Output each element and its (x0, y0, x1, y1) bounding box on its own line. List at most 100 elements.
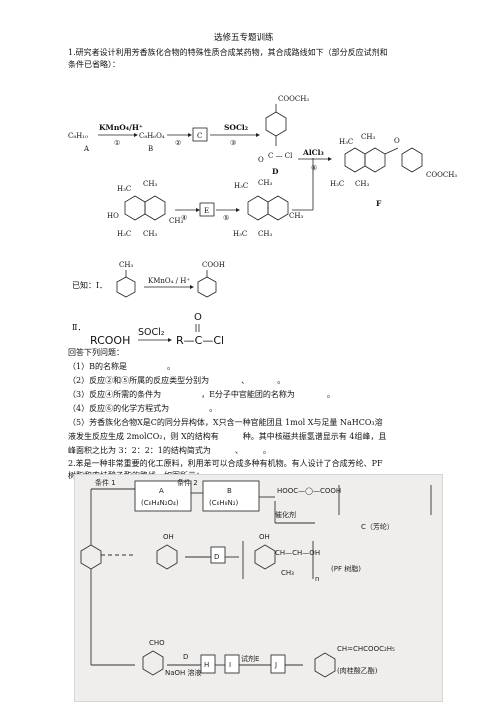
q2-B-formula: (C₆H₈N₂) (209, 499, 239, 507)
F-ester: COOCH₃ (426, 171, 457, 179)
row2-ring2 (144, 195, 166, 221)
known2-O: O (194, 312, 202, 323)
q2-J-label: J (274, 661, 277, 669)
F-me1: H₃C (339, 138, 353, 146)
q2-benzene-start (80, 544, 102, 570)
q2-intro-line1: 2.苯是一种非常重要的化工原料，利用苯可以合成多种有机物。有人设计了合成芳纶、P… (68, 459, 383, 468)
q2-box-J (270, 654, 286, 674)
q2-benzaldehyde-ring (142, 650, 164, 676)
step1-number: ① (114, 139, 120, 147)
row2-me2: CH₃ (143, 180, 157, 188)
row2b-me2: CH₃ (258, 179, 272, 187)
row2b-me4: H₃C (233, 230, 247, 238)
row2b-me3: CH₃ (289, 212, 303, 220)
sub-question-1: （1）B的名称是 。 (68, 362, 175, 371)
box-E (199, 202, 215, 217)
step3-number: ③ (230, 139, 236, 147)
D-benzene-ring (265, 111, 287, 137)
q1-synthesis-scheme: C₈H₁₀ A KMnO₄/H⁺ ① C₈H₆O₄ B ② C SOCl₂ ③ … (68, 95, 457, 298)
known1-ch3: CH₃ (119, 261, 133, 269)
q2-reagent-E: 试剂E (241, 654, 259, 663)
D-ester-group: COOCH₃ (278, 95, 309, 103)
q2-oh1: OH (163, 533, 174, 541)
F-ring1 (344, 147, 366, 173)
arrow-head-step1 (134, 133, 138, 137)
known1-benzoic-ring (197, 276, 217, 298)
scheme-label-D: D (272, 167, 279, 176)
q2-pf-label: (PF 树脂) (331, 564, 361, 573)
sub-question-3: （3）反应④所需的条件为 ，E分子中官能团的名称为 。 (68, 390, 335, 399)
reagent-kmno4: KMnO₄/H⁺ (99, 123, 143, 132)
known2-reaction: RCOOH SOCl₂ O R—C—Cl (90, 312, 224, 347)
q2-box-D (210, 546, 226, 564)
row2-ring1 (124, 195, 146, 221)
row2-ho: HO (107, 212, 119, 220)
q2-A-label: A (159, 487, 164, 495)
q2-box-B (202, 480, 260, 512)
q2-cho: CHO (149, 639, 165, 647)
known2-label: Ⅱ． (72, 323, 86, 332)
F-me2: CH₃ (361, 133, 375, 141)
q2-aramid-label: C（芳纶） (361, 522, 394, 531)
q2-D2-label: D (183, 653, 188, 661)
q2-cinnamate-label: (肉桂酸乙酯) (337, 666, 378, 675)
scheme-label-A: A (83, 145, 90, 153)
sub-question-4: （4）反应⑥的化学方程式为 。 (68, 404, 218, 413)
q1-intro-line2: 条件已省略）： (68, 60, 120, 69)
svg-text:O: O (394, 137, 400, 145)
q1-intro-line1: 1.研究者设计利用芳香族化合物的特殊性质合成某药物，其合成路线如下（部分反应试剂… (68, 48, 388, 57)
q2-route-drawing: 条件 1 A (C₆H₄N₂O₄) 条件 2 B (C₆H₈N₂) HOOC—◯… (80, 478, 432, 678)
q2-box-I (224, 654, 240, 674)
q2-A-formula: (C₆H₄N₂O₄) (141, 499, 179, 507)
q2-B-label: B (227, 487, 232, 495)
q2-I-label: I (229, 661, 231, 669)
known2-left: RCOOH (90, 334, 130, 347)
step4-number: ④ (181, 214, 187, 222)
q2-cond2: 条件 2 (177, 478, 198, 487)
known1-reagent: KMnO₄ / H⁺ (148, 277, 190, 285)
step5-number: ⑤ (223, 214, 229, 222)
page-title: 选修五专题训练 (214, 33, 274, 43)
scheme-B-formula: C₈H₆O₄ (139, 132, 165, 140)
F-me4: CH₃ (355, 180, 369, 188)
known1-cooh: COOH (202, 261, 225, 269)
D-acyl-chloride: C — Cl (268, 152, 293, 160)
q2-pf-chain: CH—CH—OH (275, 549, 320, 557)
known1-toluene-ring (116, 276, 136, 298)
F-ring3 (401, 147, 423, 173)
row2b-me5: CH₃ (258, 230, 272, 238)
known2-reagent: SOCl₂ (138, 327, 165, 338)
row2-me1: H₃C (117, 185, 131, 193)
row2-me4: H₃C (117, 230, 131, 238)
q2-synthesis-photo: 条件 1 A (C₆H₄N₂O₄) 条件 2 B (C₆H₈N₂) HOOC—◯… (74, 474, 443, 702)
box-E-label: E (204, 207, 209, 215)
q2-pf-ring (254, 544, 276, 570)
F-ring2 (364, 147, 386, 173)
q2-naoh: NaOH 溶液 (165, 668, 202, 677)
step6-number: ⑥ (311, 164, 317, 172)
scheme-label-B: B (148, 145, 153, 153)
box-C (192, 127, 208, 142)
q2-phenol-ring (156, 544, 178, 570)
row2b-ring2 (267, 195, 289, 221)
row2-me5: CH₃ (143, 230, 157, 238)
sub-question-5-line2: 液发生反应生成 2molCO₂，则 X的结构有 种。其中核磁共振氢谱显示有 4组… (68, 432, 387, 441)
q2-D-label: D (214, 553, 219, 561)
q2-pf-n: n (315, 575, 319, 583)
q2-H-label: H (204, 661, 209, 669)
row2b-me1: H₃C (234, 182, 248, 190)
q2-cinnamate: CH=CHCOOC₂H₅ (337, 645, 395, 653)
q2-acid: HOOC—◯—COOH (277, 487, 341, 495)
known-label: 已知：Ⅰ． (72, 281, 108, 290)
sub-question-5-line1: （5）芳香族化合物X是C的同分异构体，X只含一种官能团且 1mol X与足量 N… (68, 418, 383, 427)
scheme-label-F: F (376, 199, 382, 208)
answer-intro: 回答下列问题： (68, 348, 124, 357)
q2-catalyst: 催化剂 (275, 510, 296, 519)
reagent-socl2: SOCl₂ (224, 123, 248, 132)
q2-box-A (134, 480, 192, 512)
sub-question-2: （2）反应②和⑤所属的反应类型分别为 、 。 (68, 376, 286, 385)
q2-box-H (200, 654, 216, 674)
step2-number: ② (175, 139, 181, 147)
row2-me3: CH₃ (169, 217, 183, 225)
